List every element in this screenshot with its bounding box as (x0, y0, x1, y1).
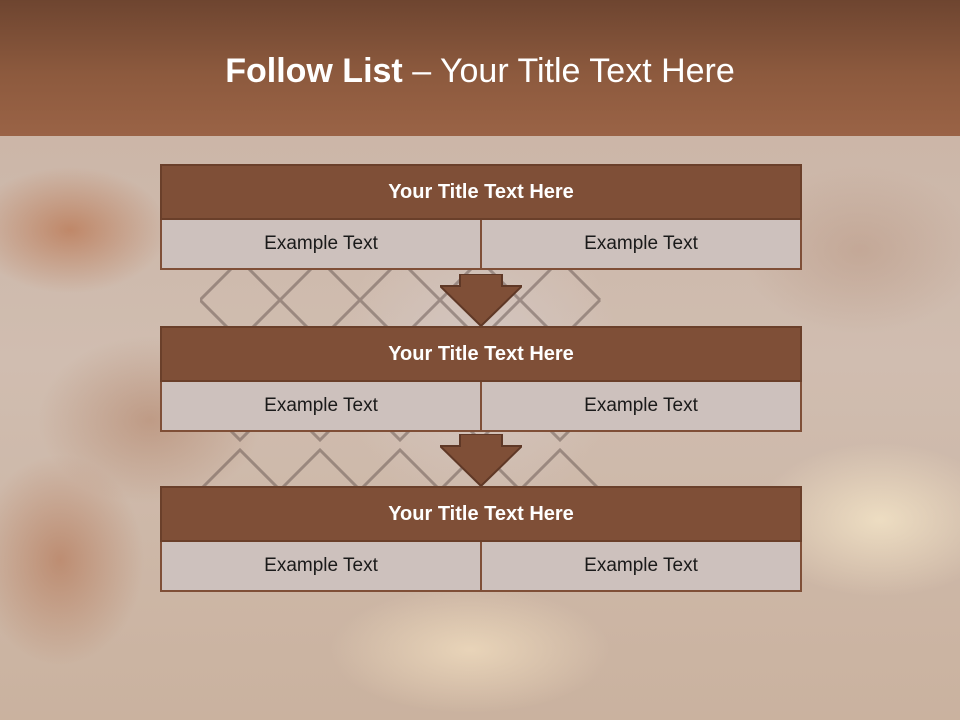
step-row: Example Text Example Text (160, 382, 802, 432)
title-banner (0, 0, 960, 136)
step-text-right: Example Text (482, 220, 802, 270)
step-text-left: Example Text (160, 382, 482, 432)
step-row: Example Text Example Text (160, 220, 802, 270)
step-heading: Your Title Text Here (160, 486, 802, 542)
step-block-2: Your Title Text Here Example Text Exampl… (160, 326, 802, 432)
step-text-right: Example Text (482, 382, 802, 432)
slide-title: Follow List – Your Title Text Here (0, 52, 960, 91)
slide-title-bold: Follow List (225, 52, 403, 90)
step-text-left: Example Text (160, 542, 482, 592)
slide-title-rest: – Your Title Text Here (402, 52, 735, 90)
step-row: Example Text Example Text (160, 542, 802, 592)
step-text-left: Example Text (160, 220, 482, 270)
step-heading: Your Title Text Here (160, 164, 802, 220)
step-heading: Your Title Text Here (160, 326, 802, 382)
step-text-right: Example Text (482, 542, 802, 592)
step-block-3: Your Title Text Here Example Text Exampl… (160, 486, 802, 592)
down-arrow-icon (440, 274, 522, 326)
step-block-1: Your Title Text Here Example Text Exampl… (160, 164, 802, 270)
down-arrow-icon (440, 434, 522, 486)
